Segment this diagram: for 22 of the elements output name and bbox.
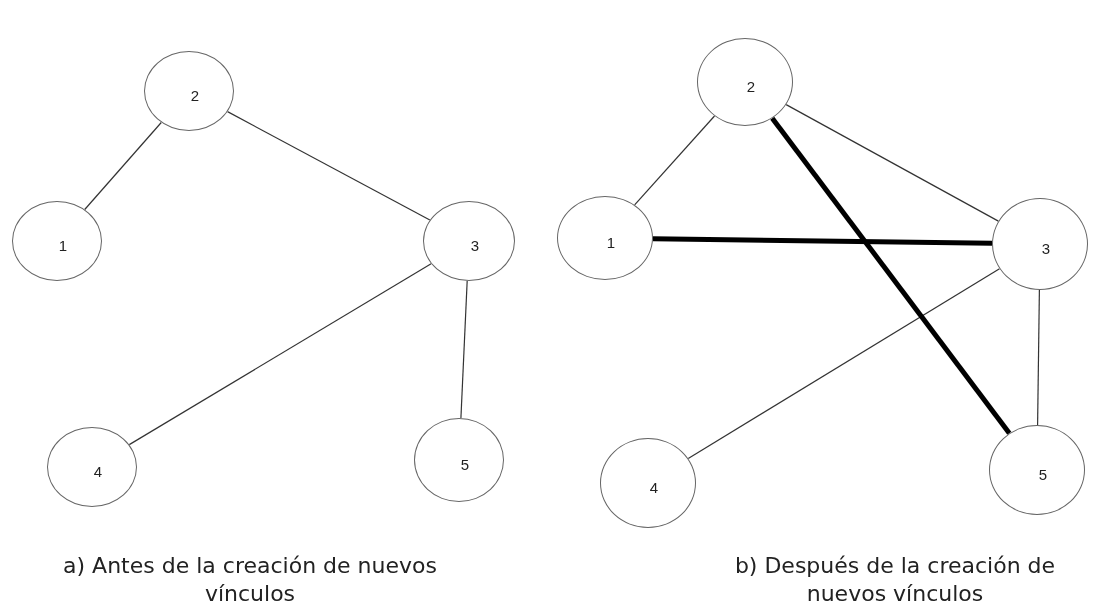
node-number: 5 [1037, 464, 1048, 483]
node-number: 3 [1040, 238, 1051, 257]
node-number: 2 [189, 85, 200, 104]
connector-line [652, 236, 993, 246]
node-number: 2 [745, 76, 756, 95]
connector-line [84, 121, 162, 211]
caption: b) Después de la creación de nuevos vínculos [733, 552, 1057, 608]
node-number: 3 [469, 235, 480, 254]
node-number: 5 [459, 454, 470, 473]
node-number: 4 [92, 461, 103, 480]
connector-line [1037, 289, 1040, 426]
caption: a) Antes de la creación de nuevos vínculos [62, 552, 438, 608]
connector-line [226, 111, 431, 221]
connector-line [687, 268, 1001, 460]
connector-line [128, 263, 432, 446]
node-number: 4 [648, 477, 659, 496]
connector-line [634, 115, 716, 206]
connector-line [460, 280, 468, 419]
node-number: 1 [605, 232, 616, 251]
node-number: 1 [57, 235, 68, 254]
connector-line [770, 116, 1012, 435]
connector-line [785, 104, 999, 222]
